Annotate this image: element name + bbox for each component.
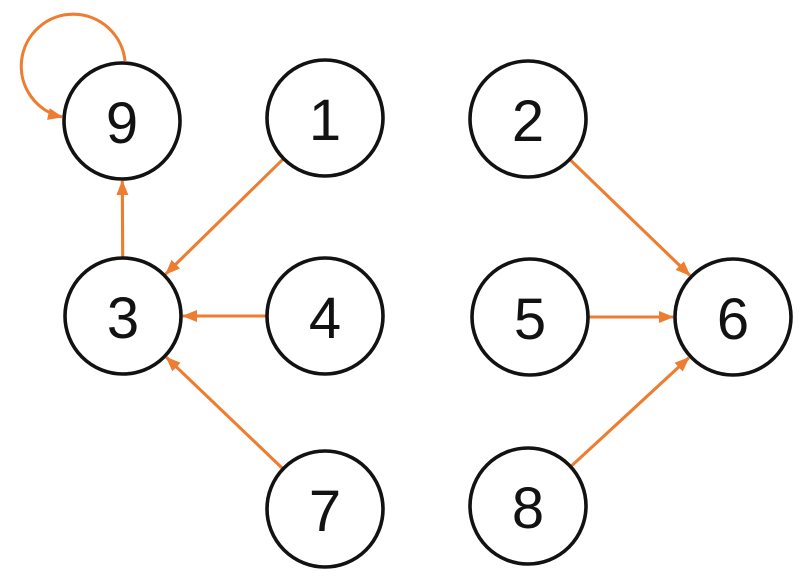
node-circle-5: [470, 257, 590, 377]
node-circle-6: [673, 257, 793, 377]
node-6: 6: [673, 257, 793, 377]
node-9: 9: [62, 61, 182, 181]
edge-2-to-6: [569, 158, 691, 277]
nodes-layer: 9 1 2 3 4 5 6 7 8: [62, 58, 793, 569]
node-label-8: 8: [512, 476, 544, 541]
node-5: 5: [470, 257, 590, 377]
node-label-9: 9: [106, 91, 138, 156]
node-2: 2: [468, 59, 588, 179]
edge-8-to-6: [570, 356, 690, 468]
node-label-6: 6: [717, 287, 749, 352]
node-1: 1: [265, 58, 385, 178]
node-label-5: 5: [514, 287, 546, 352]
node-circle-9: [62, 61, 182, 181]
node-8: 8: [468, 446, 588, 566]
node-7: 7: [265, 449, 385, 569]
node-label-3: 3: [107, 286, 139, 351]
edge-1-to-3: [164, 158, 284, 276]
node-circle-8: [468, 446, 588, 566]
node-4: 4: [265, 256, 385, 376]
node-circle-1: [265, 58, 385, 178]
node-circle-2: [468, 59, 588, 179]
node-label-4: 4: [309, 286, 341, 351]
node-circle-4: [265, 256, 385, 376]
edge-7-to-3: [165, 356, 284, 470]
node-circle-3: [63, 256, 183, 376]
edge-9-to-9: [19, 12, 127, 120]
node-3: 3: [63, 256, 183, 376]
node-label-2: 2: [512, 89, 544, 154]
edges-layer: [19, 12, 691, 470]
node-label-1: 1: [309, 88, 341, 153]
node-circle-7: [265, 449, 385, 569]
node-label-7: 7: [309, 479, 341, 544]
